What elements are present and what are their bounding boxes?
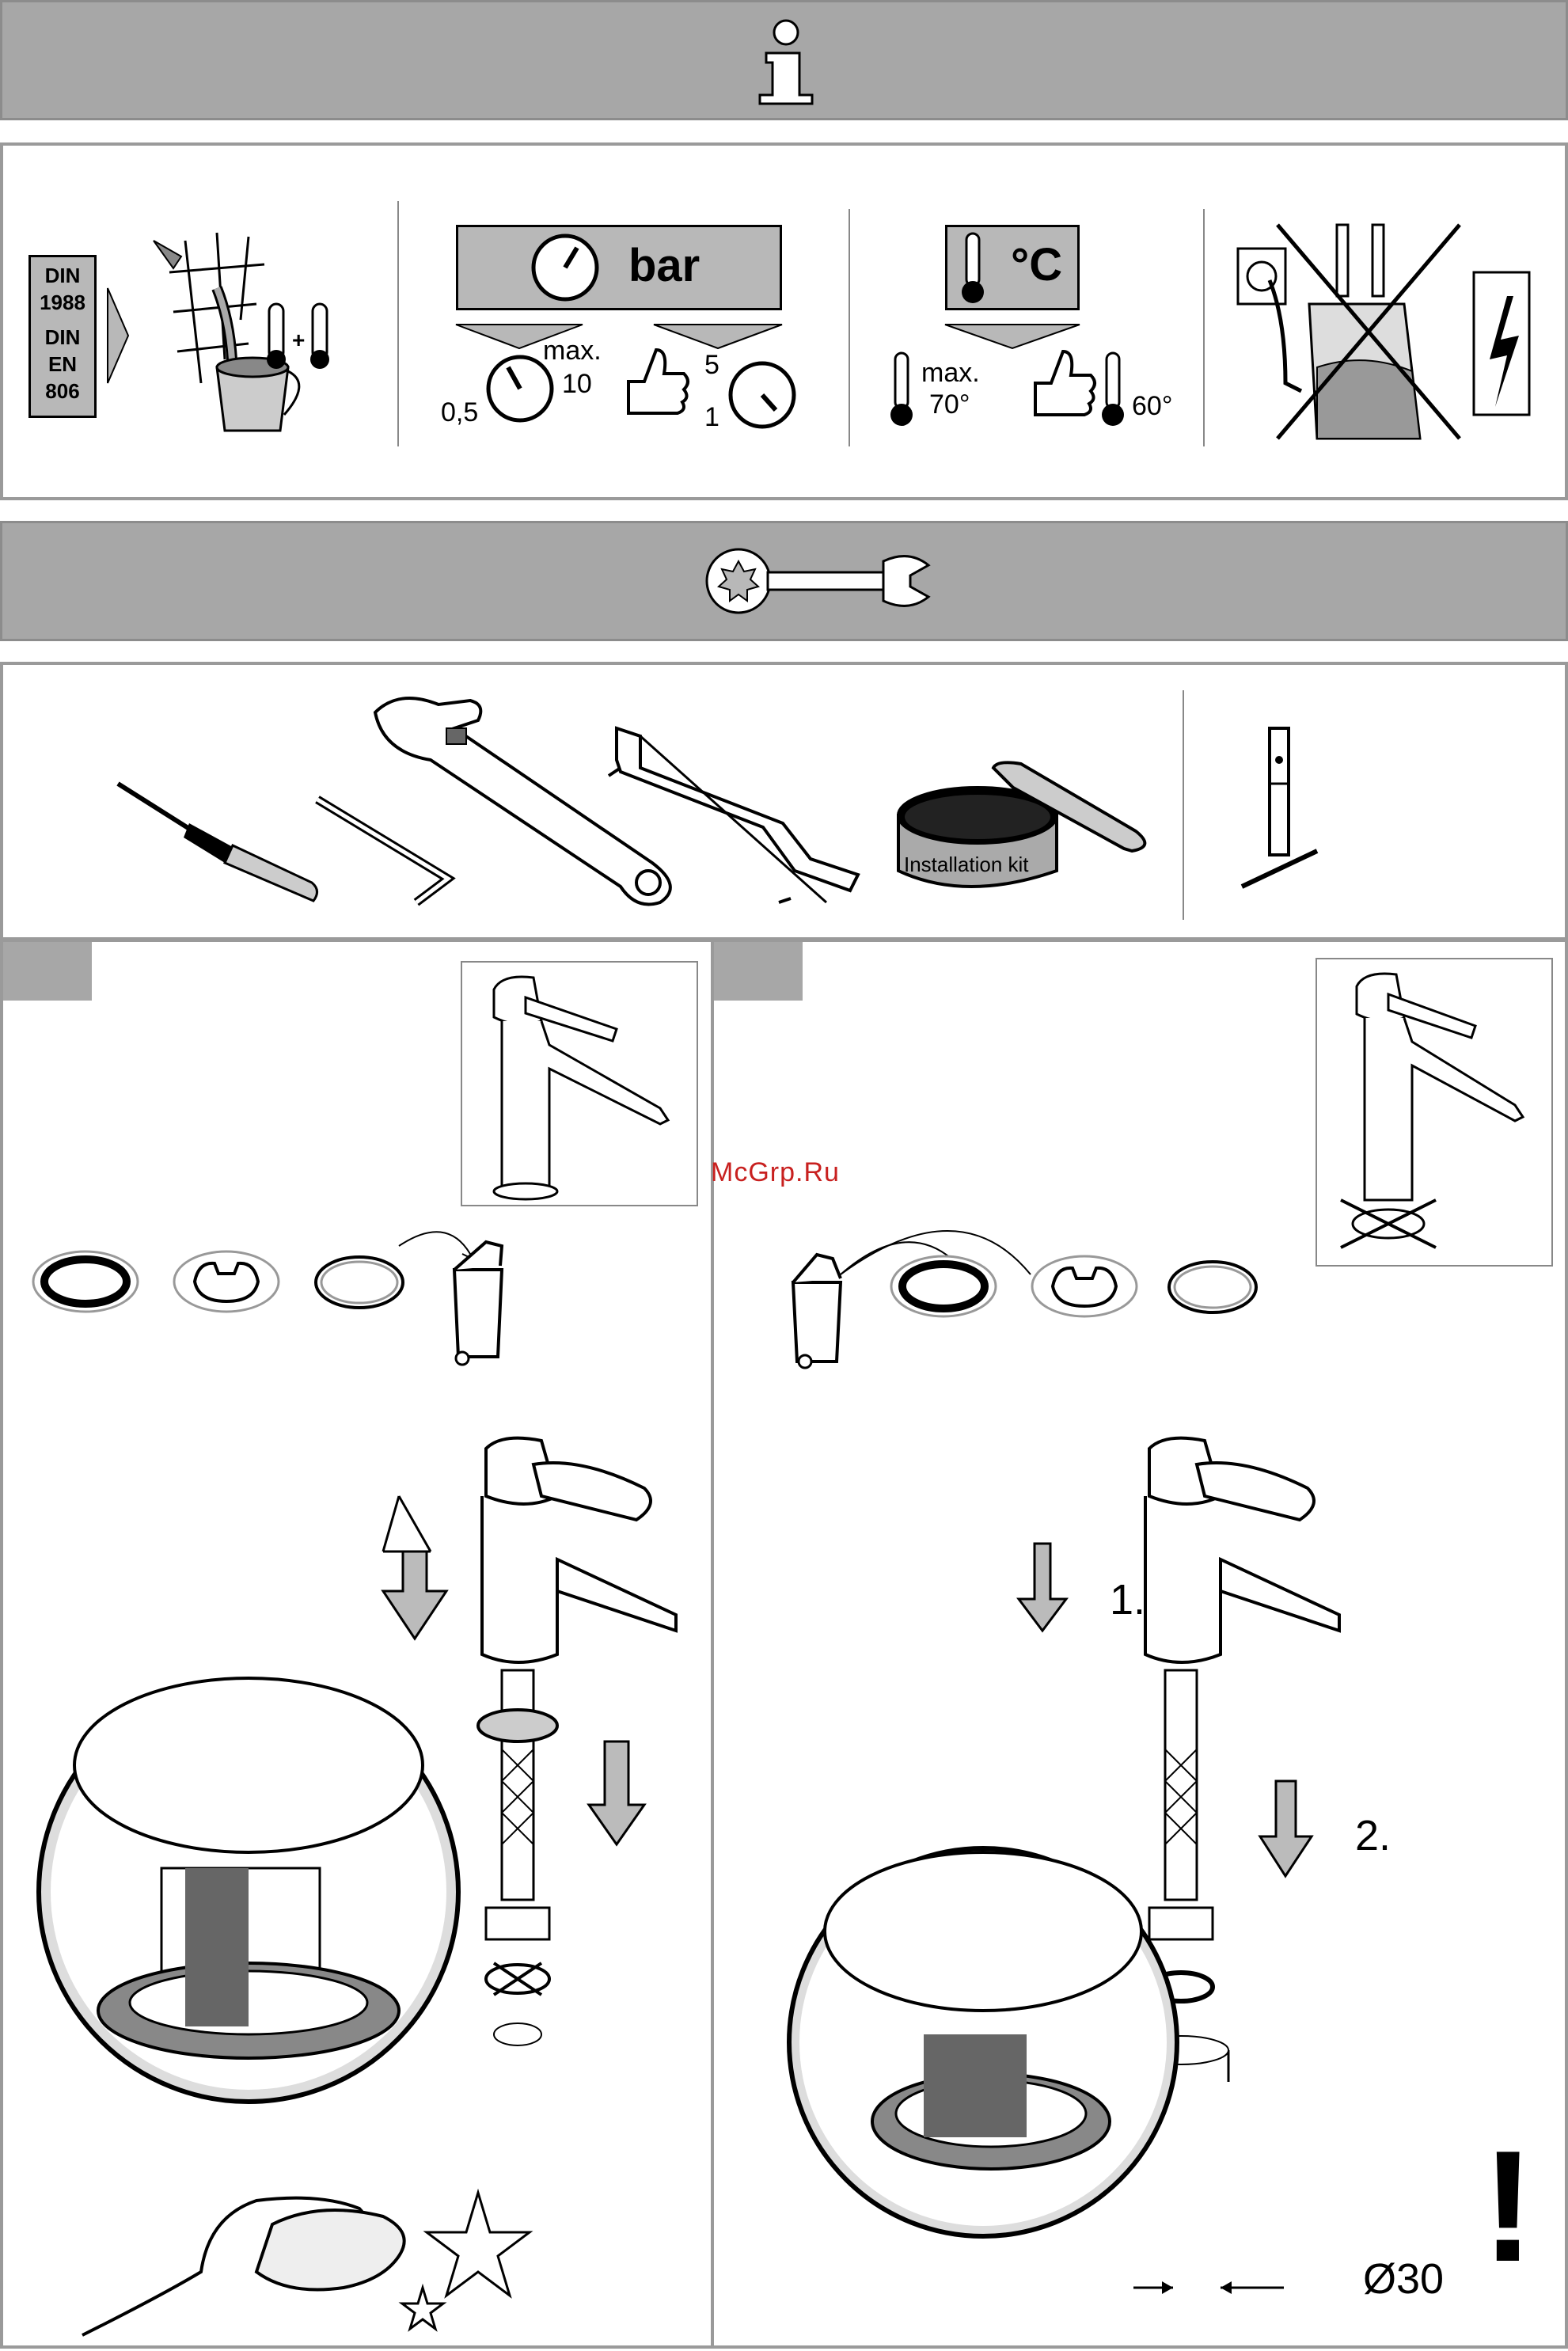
thermometer-icon (957, 230, 989, 306)
pressure-recommended-gauge-icon (727, 359, 798, 431)
tools-divider (1183, 690, 1184, 920)
norm-din-1: DIN (31, 262, 94, 289)
seal-ring-icon (30, 1246, 141, 1317)
norm-806: 806 (31, 378, 94, 404)
o-ring-right-icon (1165, 1255, 1260, 1319)
thermometer-max-icon (886, 350, 917, 429)
pressure-max-value: 10 (562, 369, 592, 400)
diameter-dimension-icon (1133, 2240, 1339, 2327)
temperature-recommended-value: 60° (1132, 391, 1172, 422)
step-1-label: 1. (1110, 1575, 1145, 1624)
temperature-max-label: max. (921, 358, 980, 389)
tools-panel: Installation kit (0, 662, 1568, 940)
installation-kit-icon (894, 760, 1171, 902)
info-i-icon (742, 20, 830, 107)
pressure-min-value: 0,5 (441, 397, 478, 428)
installation-kit: Installation kit (894, 760, 1171, 902)
temperature-max-value: 70° (929, 389, 970, 420)
screwdriver-icon (114, 776, 336, 902)
diameter-label: Ø30 (1363, 2254, 1444, 2304)
divider-1 (397, 201, 399, 446)
pressure-max-label: max. (543, 336, 602, 367)
hand-sponge-icon (82, 2098, 573, 2351)
info-panel: DIN 1988 DIN EN 806 + bar (0, 142, 1568, 500)
thumbs-up-icon (621, 342, 692, 421)
faucet-tall-icon (470, 966, 692, 1203)
svg-text:+: + (292, 328, 305, 352)
zoom-detail-right-icon (777, 1844, 1205, 2240)
tools-header-band (0, 521, 1568, 641)
pressure-arrows (456, 325, 782, 356)
step-left-panel (0, 939, 714, 2349)
faucet-crossed-icon (1325, 963, 1547, 1263)
thermometer-recommended-icon (1097, 350, 1129, 429)
pressure-recommended-high: 5 (704, 350, 719, 381)
temperature-unit: °C (1011, 238, 1062, 291)
divider-3 (1203, 209, 1205, 446)
norm-en: EN (31, 351, 94, 378)
support-plate-icon (171, 1246, 282, 1317)
faucet-thumbnail-tall (461, 961, 698, 1206)
wrench-icon (703, 545, 932, 617)
installation-kit-label: Installation kit (904, 853, 1029, 877)
support-plate-right-icon (1029, 1251, 1140, 1322)
pressure-gauge-icon (530, 232, 601, 303)
step-right-panel: 1. 2. Ø30 ! (711, 939, 1568, 2349)
pressure-recommended-low: 1 (704, 402, 719, 433)
watermark: McGrp.Ru (711, 1157, 840, 1188)
thumbs-up-temp-icon (1027, 344, 1099, 423)
seal-ring-right-icon (888, 1251, 999, 1322)
step-number-tab-left (3, 942, 92, 1001)
pressure-header: bar (456, 225, 782, 310)
divider-2 (849, 209, 850, 446)
waste-bin-icon (383, 1222, 518, 1365)
faucet-thumbnail-crossed (1316, 958, 1553, 1267)
step-number-tab-right (714, 942, 803, 1001)
special-tool-icon (1238, 712, 1333, 902)
temperature-header: °C (945, 225, 1080, 310)
norm-1988: 1988 (31, 289, 94, 316)
flushing-pipe-bucket-icon: + (138, 225, 351, 431)
step-2-label: 2. (1355, 1811, 1391, 1860)
din-norm-box: DIN 1988 DIN EN 806 (28, 255, 97, 418)
norm-din-2: DIN (31, 324, 94, 351)
pressure-unit: bar (628, 239, 700, 292)
info-header-band (0, 0, 1568, 120)
zoom-detail-left-icon (27, 1670, 470, 2114)
arrow-right-icon (106, 288, 130, 383)
warning-exclamation: ! (1482, 2128, 1535, 2286)
no-electric-heater-icon (1222, 201, 1555, 439)
hacksaw-icon (605, 712, 866, 918)
